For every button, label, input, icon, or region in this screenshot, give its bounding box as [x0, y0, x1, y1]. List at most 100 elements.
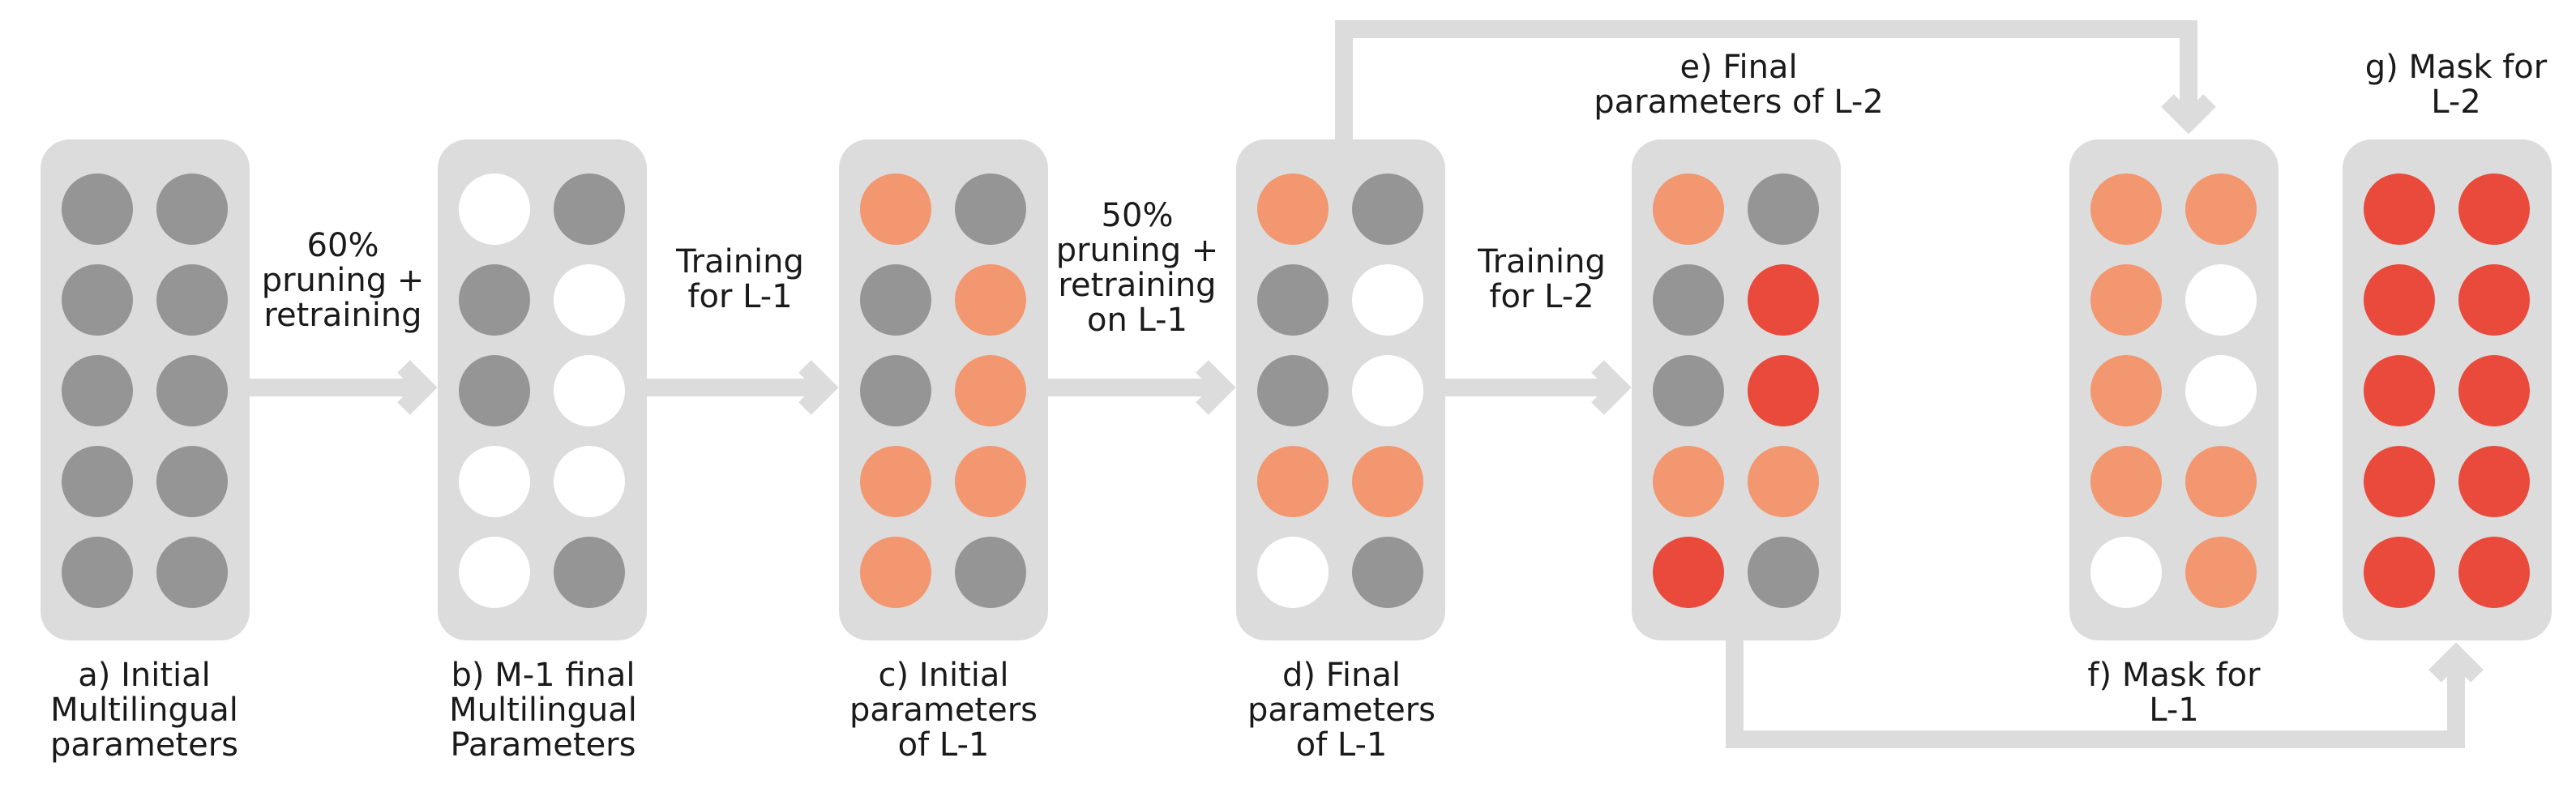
- parameter-e-r2-c1: [1653, 264, 1724, 336]
- parameter-d-r5-c1: [1257, 537, 1329, 608]
- panel-d: [1236, 139, 1445, 640]
- parameter-a-r2-c1: [62, 264, 133, 336]
- parameter-d-r1-c1: [1257, 173, 1329, 245]
- transition-label-c-d-line-1: 50%: [1101, 197, 1174, 234]
- transition-label-a-b: 60% pruning + retraining: [262, 229, 425, 333]
- parameter-g-r5-c2: [2458, 537, 2530, 608]
- caption-c: c) Initial parameters of L-1: [849, 658, 1038, 763]
- transition-label-d-e-line-2: for L-2: [1489, 278, 1594, 315]
- arrows-layer: [250, 20, 2484, 748]
- parameter-a-r5-c1: [62, 537, 133, 608]
- parameter-c-r5-c2: [955, 537, 1026, 608]
- parameter-b-r1-c1: [459, 173, 530, 245]
- caption-a-line-2: Multilingual: [50, 692, 238, 729]
- parameter-f-r2-c2: [2185, 264, 2257, 336]
- caption-b: b) M-1 final Multilingual Parameters: [449, 658, 637, 763]
- parameter-b-r3-c1: [459, 355, 530, 426]
- transition-label-b-c: Training for L-1: [676, 245, 804, 315]
- caption-e-line-1: e) Final: [1680, 49, 1798, 86]
- caption-g-line-1: g) Mask for: [2364, 49, 2548, 86]
- caption-e-line-2: parameters of L-2: [1594, 83, 1884, 121]
- caption-c-line-2: parameters: [849, 692, 1038, 729]
- parameter-b-r4-c2: [554, 446, 625, 517]
- parameter-e-r5-c2: [1748, 537, 1819, 608]
- parameter-c-r1-c1: [860, 173, 931, 245]
- caption-a-line-3: parameters: [49, 726, 239, 764]
- parameter-a-r1-c2: [156, 173, 228, 245]
- arrowhead-c-d: [1196, 360, 1236, 415]
- parameter-g-r3-c2: [2458, 355, 2530, 426]
- parameter-c-r3-c2: [955, 355, 1026, 426]
- parameter-a-r4-c2: [156, 446, 228, 517]
- parameter-e-r2-c2: [1748, 264, 1819, 336]
- parameter-a-r3-c2: [156, 355, 228, 426]
- parameter-e-r3-c2: [1748, 355, 1819, 426]
- caption-b-line-2: Multilingual: [449, 692, 637, 729]
- parameter-d-r2-c1: [1257, 264, 1329, 336]
- arrow-e-g: [1726, 640, 2465, 748]
- parameter-f-r5-c2: [2185, 537, 2257, 608]
- arrowhead-d-e: [1591, 360, 1632, 415]
- transition-label-b-c-line-1: Training: [676, 243, 804, 280]
- transition-label-a-b-line-1: 60%: [306, 227, 379, 264]
- caption-f-line-2: L-1: [2149, 692, 2199, 729]
- caption-g-line-2: L-2: [2431, 83, 2481, 121]
- parameter-g-r4-c2: [2458, 446, 2530, 517]
- arrowhead-a-b: [397, 360, 438, 415]
- parameter-f-r1-c1: [2090, 173, 2162, 245]
- caption-d-line-2: parameters: [1247, 692, 1436, 729]
- panel-c: [839, 139, 1048, 640]
- transition-label-c-d-line-4: on L-1: [1086, 302, 1187, 339]
- parameter-e-r1-c2: [1748, 173, 1819, 245]
- parameter-a-r3-c1: [62, 355, 133, 426]
- parameter-d-r1-c2: [1352, 173, 1423, 245]
- caption-d: d) Final parameters of L-1: [1247, 658, 1436, 763]
- caption-f-line-1: f) Mask for: [2087, 657, 2261, 694]
- panel-e: [1632, 139, 1841, 640]
- parameter-f-r4-c1: [2090, 446, 2162, 517]
- parameter-b-r4-c1: [459, 446, 530, 517]
- caption-d-line-1: d) Final: [1282, 657, 1401, 694]
- parameter-a-r5-c2: [156, 537, 228, 608]
- parameter-a-r2-c2: [156, 264, 228, 336]
- transition-label-a-b-line-3: retraining: [263, 297, 422, 334]
- parameter-b-r1-c2: [554, 173, 625, 245]
- arrowhead-b-c: [798, 360, 839, 415]
- parameter-b-r2-c2: [554, 264, 625, 336]
- parameter-d-r3-c2: [1352, 355, 1423, 426]
- arrowhead-e-g: [2428, 642, 2484, 683]
- parameter-b-r3-c2: [554, 355, 625, 426]
- caption-d-line-3: of L-1: [1295, 726, 1388, 764]
- transition-label-b-c-line-2: for L-1: [687, 278, 793, 315]
- caption-a-line-1: a) Initial: [78, 657, 211, 694]
- parameter-d-r5-c2: [1352, 537, 1423, 608]
- parameter-a-r4-c1: [62, 446, 133, 517]
- caption-b-line-1: b) M-1 final: [451, 657, 635, 694]
- parameter-e-r4-c1: [1653, 446, 1724, 517]
- parameter-f-r4-c2: [2185, 446, 2257, 517]
- parameter-f-r3-c2: [2185, 355, 2257, 426]
- transition-label-d-e-line-1: Training: [1478, 243, 1606, 280]
- panel-f: [2069, 139, 2279, 640]
- caption-b-line-3: Parameters: [450, 726, 636, 764]
- panel-a: [41, 139, 250, 640]
- transition-label-c-d-line-2: pruning +: [1055, 232, 1219, 269]
- parameter-f-r1-c2: [2185, 173, 2257, 245]
- transition-label-a-b-line-2: pruning +: [261, 262, 425, 299]
- panel-g: [2343, 139, 2552, 640]
- parameter-g-r5-c1: [2364, 537, 2435, 608]
- arrow-d-f: [1335, 20, 2197, 139]
- parameter-c-r4-c2: [955, 446, 1026, 517]
- parameter-b-r2-c1: [459, 264, 530, 336]
- transition-label-d-e: Training for L-2: [1478, 245, 1606, 315]
- parameter-d-r4-c2: [1352, 446, 1423, 517]
- parameter-e-r1-c1: [1653, 173, 1724, 245]
- parameter-e-r5-c1: [1653, 537, 1724, 608]
- arrowhead-d-f: [2161, 94, 2216, 135]
- parameter-g-r2-c1: [2364, 264, 2435, 336]
- parameter-f-r5-c1: [2090, 537, 2162, 608]
- parameter-d-r3-c1: [1257, 355, 1329, 426]
- parameter-d-r4-c1: [1257, 446, 1329, 517]
- caption-f: f) Mask for L-1: [2087, 658, 2260, 728]
